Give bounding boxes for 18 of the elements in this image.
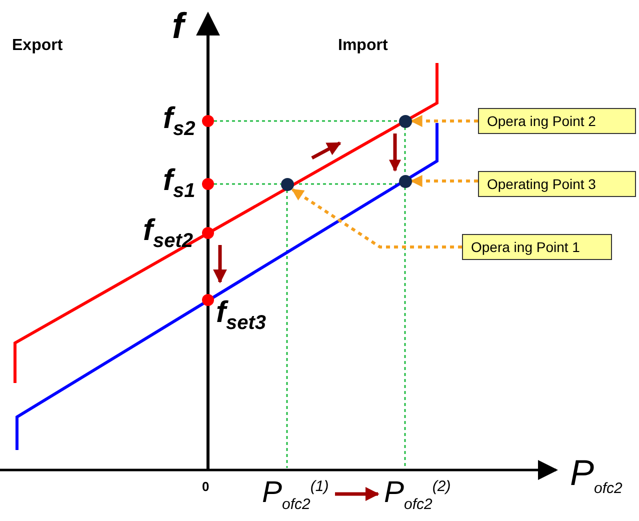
axis-value-label: f$_{set3}$	[216, 298, 266, 333]
axis-value-label: f$_{s1}$	[163, 166, 196, 201]
operating-point-dot	[398, 174, 412, 188]
region-label: Import	[338, 38, 388, 54]
callout-box: Opera ing Point 2	[478, 108, 636, 134]
callout-box: Opera ing Point 1	[462, 234, 612, 260]
axis-label: P$_{ofc2}$	[570, 455, 622, 496]
leader-arrow	[292, 188, 462, 248]
axis-value-label: f$_{set2}$	[143, 216, 194, 251]
arrow	[389, 134, 401, 172]
leader-arrow	[410, 175, 478, 187]
operating-point-dot	[398, 114, 412, 128]
origin-label: 0	[202, 480, 210, 493]
callout-box: Operating Point 3	[478, 171, 636, 197]
operating-point-dot	[280, 178, 294, 190]
leader-arrow	[410, 115, 478, 127]
axis-value-label: f$_{s2}$	[163, 104, 196, 139]
region-label: Export	[12, 38, 63, 54]
